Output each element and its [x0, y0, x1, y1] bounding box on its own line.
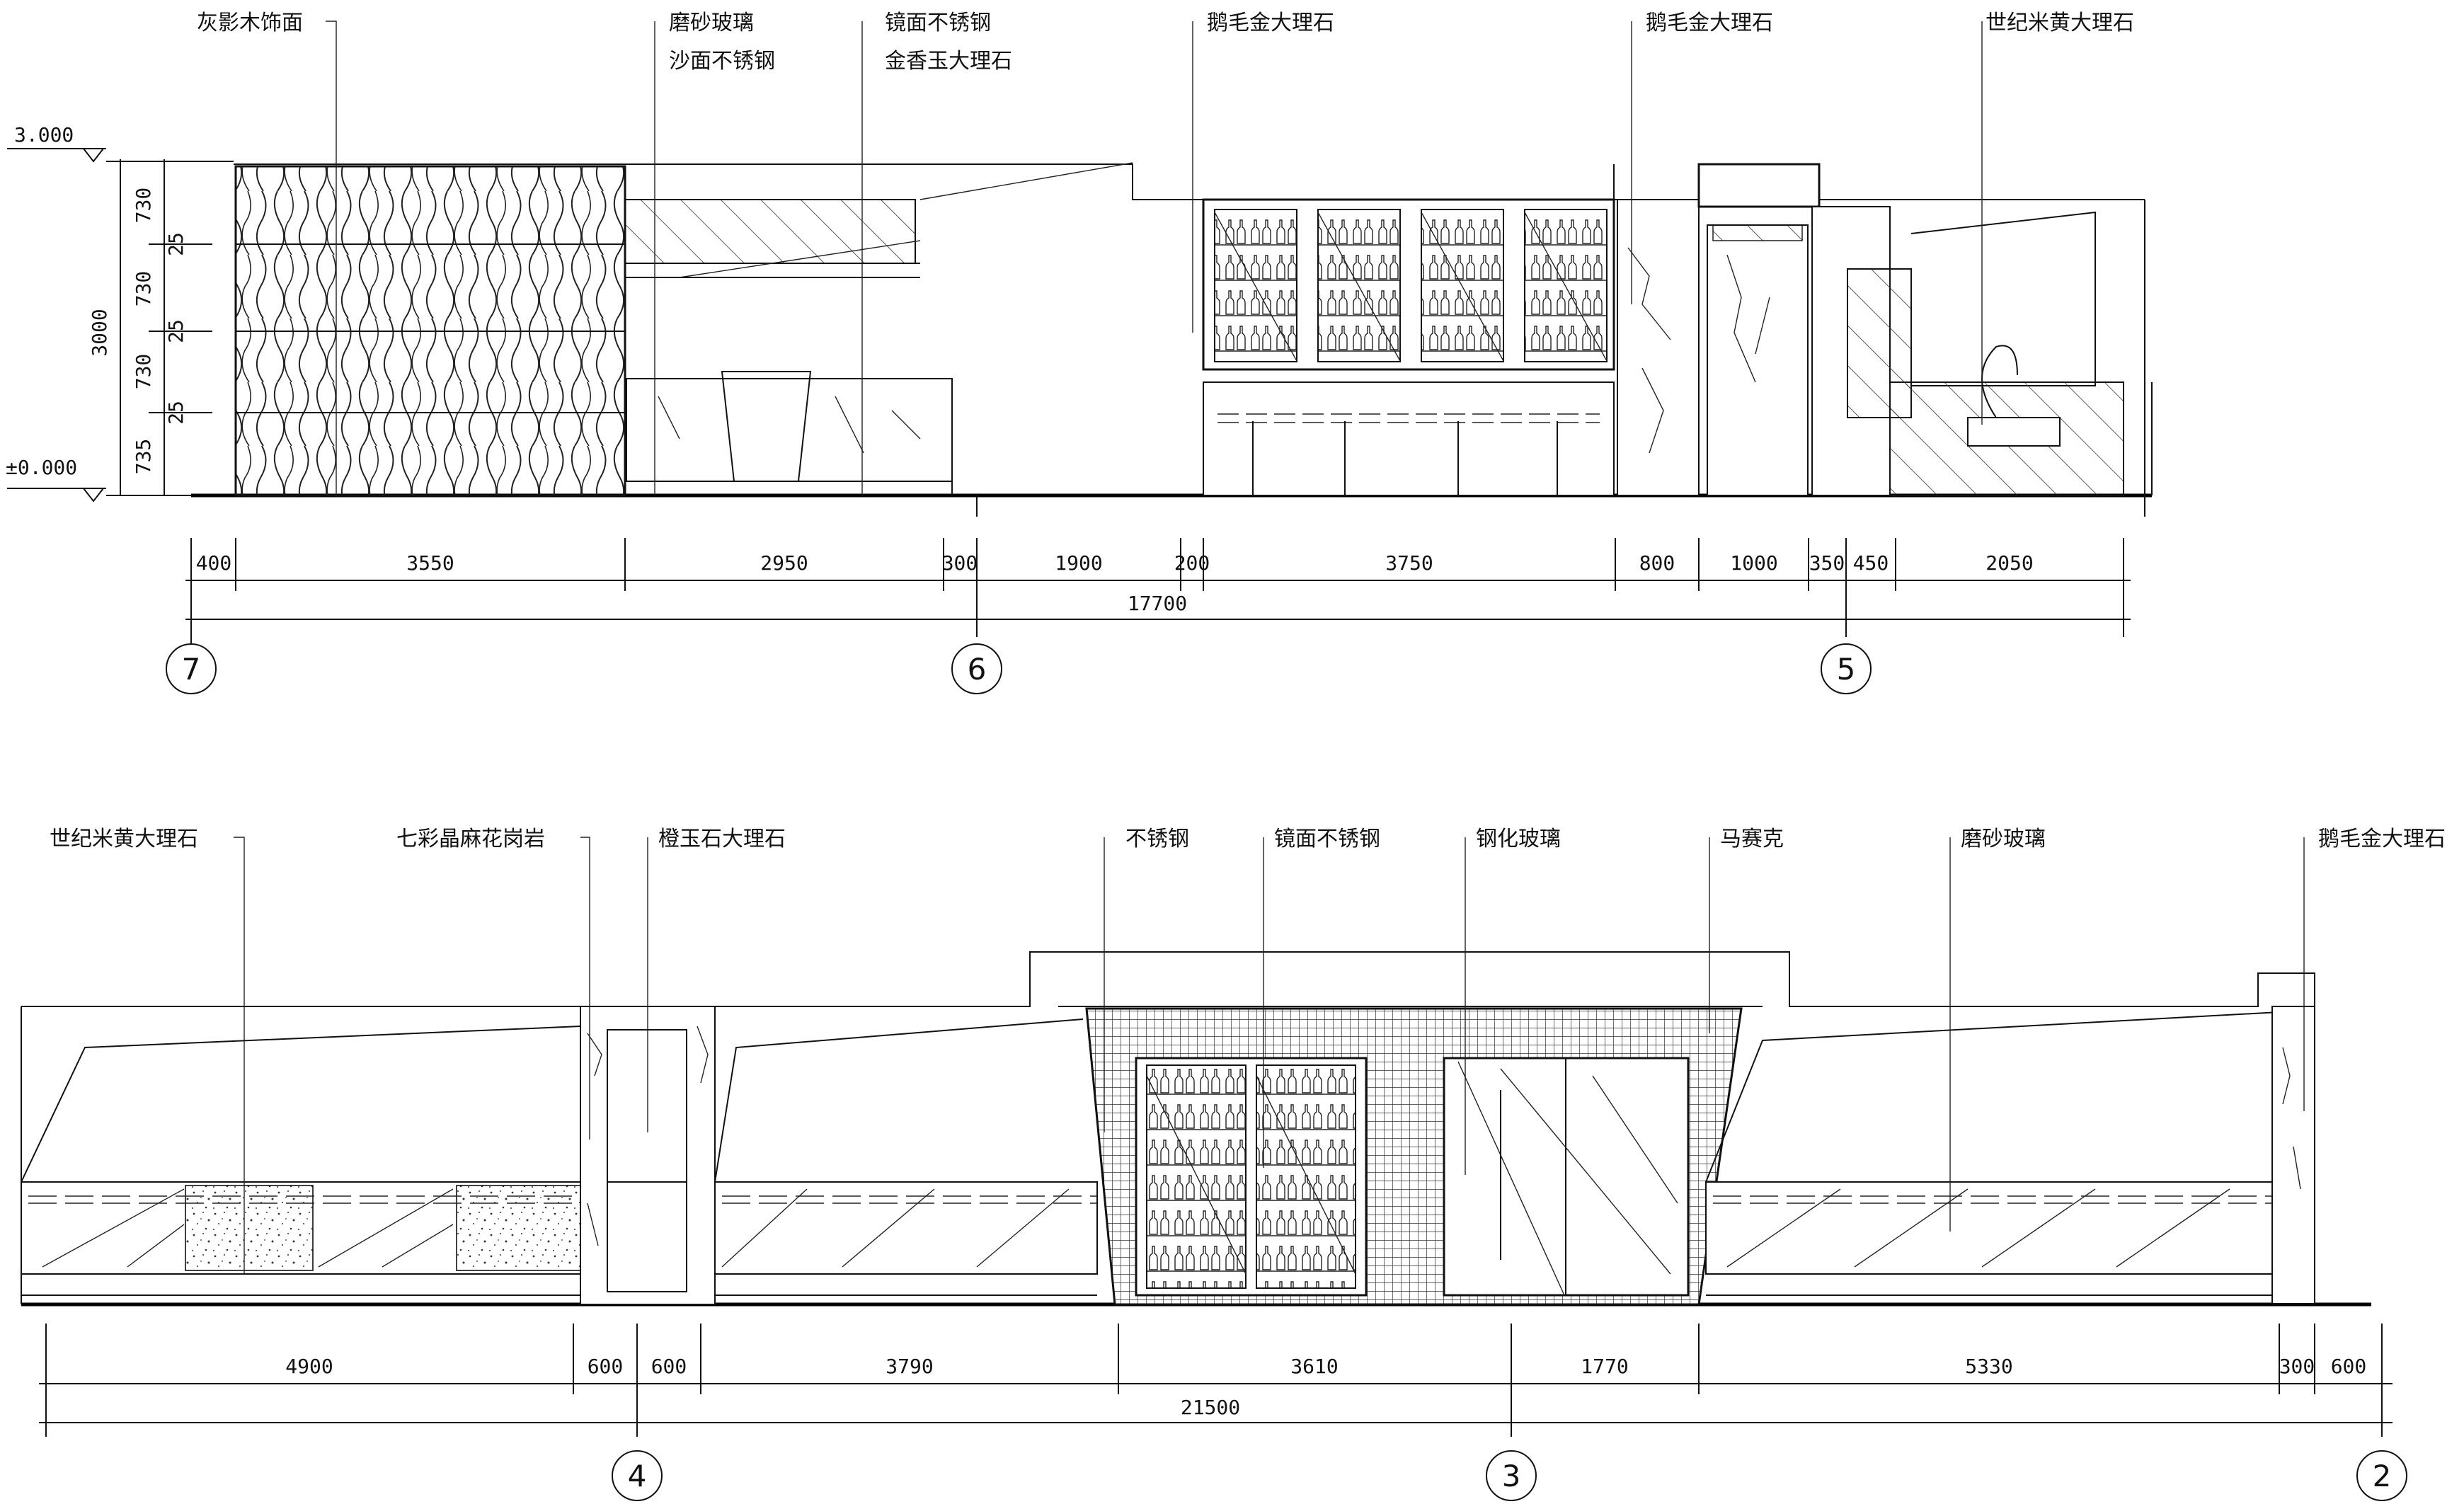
height-dimension: 3000 730 25 730 25 730 25 735 — [88, 159, 234, 496]
dim-top-total: 17700 — [1128, 592, 1187, 615]
dim-bottom-7: 5330 — [1965, 1355, 2012, 1378]
label-bottom-6: 钢化玻璃 — [1476, 827, 1561, 851]
label-bottom-1: 世纪米黄大理石 — [50, 827, 198, 851]
dim-top-3: 2950 — [760, 551, 808, 575]
height-seg-4: 25 — [164, 319, 188, 343]
label-bottom-8: 磨砂玻璃 — [1961, 827, 2046, 851]
marble-wall-right — [1617, 163, 2153, 517]
reception-counter — [624, 162, 1133, 517]
label-bottom-2: 七彩晶麻花岗岩 — [396, 827, 545, 851]
material-labels-top: 灰影木饰面 磨砂玻璃 沙面不锈钢 镜面不锈钢 金香玉大理石 鹅毛金大理石 鹅毛金… — [197, 11, 2134, 495]
dim-top-1: 400 — [196, 551, 232, 575]
dim-top-8: 800 — [1639, 551, 1675, 575]
axis-bottom-3: 2 — [2373, 1459, 2392, 1493]
label-bottom-9: 鹅毛金大理石 — [2318, 827, 2446, 851]
label-bottom-4: 不锈钢 — [1125, 827, 1189, 851]
entrance-portal — [1058, 1006, 1763, 1306]
lower-wall-center — [714, 1018, 1098, 1296]
axis-top-1: 7 — [182, 652, 201, 687]
dim-top-9: 1000 — [1730, 551, 1777, 575]
level-top-text: 3.000 — [14, 123, 74, 147]
dim-top-7: 3750 — [1385, 551, 1433, 575]
label-bottom-5: 镜面不锈钢 — [1274, 827, 1380, 851]
dim-top-5: 1900 — [1055, 551, 1102, 575]
label-top-4: 镜面不锈钢 — [885, 11, 991, 35]
height-seg-3: 730 — [132, 271, 155, 307]
label-bottom-7: 马赛克 — [1720, 827, 1784, 851]
label-top-1: 灰影木饰面 — [197, 11, 303, 35]
height-total: 3000 — [88, 309, 111, 356]
dim-bottom-2: 600 — [588, 1355, 624, 1378]
lower-wall-right — [1705, 1006, 2315, 1304]
label-top-7: 鹅毛金大理石 — [1646, 11, 1773, 35]
label-top-5: 金香玉大理石 — [885, 49, 1012, 74]
elevation-top: 3.000 ±0.000 3000 730 25 730 25 730 25 7… — [6, 11, 2153, 694]
axis-top-2: 6 — [968, 652, 987, 687]
label-top-2: 磨砂玻璃 — [669, 11, 754, 35]
dim-top-6: 200 — [1174, 551, 1210, 575]
dim-bottom-total: 21500 — [1181, 1396, 1240, 1419]
elevation-bottom: 世纪米黄大理石 七彩晶麻花岗岩 橙玉石大理石 不锈钢 镜面不锈钢 钢化玻璃 马赛… — [21, 827, 2446, 1501]
wood-veneer-panel — [234, 165, 626, 497]
dim-bottom-4: 3790 — [886, 1355, 933, 1378]
dim-bottom-5: 3610 — [1290, 1355, 1338, 1378]
axis-markers-top: 7 6 5 — [166, 637, 1872, 694]
dimension-chain-top: 400 3550 2950 300 1900 200 3750 800 1000… — [185, 538, 2131, 637]
label-top-3: 沙面不锈钢 — [669, 49, 775, 74]
dim-bottom-8: 300 — [2279, 1355, 2315, 1378]
label-bottom-3: 橙玉石大理石 — [658, 827, 786, 851]
dim-bottom-6: 1770 — [1581, 1355, 1628, 1378]
axis-markers-bottom: 4 3 2 — [612, 1450, 2407, 1501]
dim-top-2: 3550 — [406, 551, 454, 575]
dim-bottom-9: 600 — [2331, 1355, 2367, 1378]
dim-top-10: 350 — [1809, 551, 1845, 575]
ceiling-line-bottom — [21, 951, 2315, 1304]
dim-top-12: 2050 — [1985, 551, 2033, 575]
dim-bottom-3: 600 — [651, 1355, 687, 1378]
height-seg-2: 25 — [164, 232, 188, 256]
axis-bottom-1: 4 — [628, 1459, 647, 1493]
level-marker-top: 3.000 — [7, 123, 106, 163]
height-seg-1: 730 — [132, 188, 155, 224]
label-top-6: 鹅毛金大理石 — [1207, 11, 1334, 35]
axis-bottom-2: 3 — [1502, 1459, 1521, 1493]
label-top-8: 世纪米黄大理石 — [1985, 11, 2134, 35]
dim-top-4: 300 — [942, 551, 978, 575]
height-seg-5: 730 — [132, 354, 155, 390]
material-labels-bottom: 世纪米黄大理石 七彩晶麻花岗岩 橙玉石大理石 不锈钢 镜面不锈钢 钢化玻璃 马赛… — [50, 827, 2446, 1274]
column-orange-jade — [580, 1006, 716, 1305]
wine-cabinet — [1202, 198, 1615, 496]
lower-wall-left — [21, 1026, 585, 1296]
height-seg-7: 735 — [132, 439, 155, 475]
dimension-chain-bottom: 4900 600 600 3790 3610 1770 5330 300 600… — [39, 1324, 2393, 1437]
axis-top-3: 5 — [1837, 652, 1856, 687]
level-marker-bottom: ±0.000 — [6, 456, 106, 503]
ceiling-line-top — [234, 163, 1615, 200]
height-seg-6: 25 — [164, 401, 188, 425]
level-bottom-text: ±0.000 — [6, 456, 77, 479]
dim-bottom-1: 4900 — [285, 1355, 333, 1378]
dim-top-11: 450 — [1853, 551, 1889, 575]
